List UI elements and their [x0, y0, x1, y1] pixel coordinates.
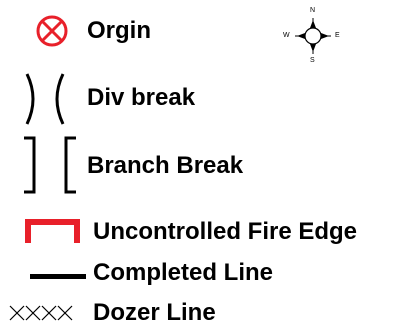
compass-south-label: S: [310, 57, 315, 64]
uncontrolled-fire-edge-label: Uncontrolled Fire Edge: [93, 218, 358, 245]
compass-rose-icon: N S W E: [283, 6, 343, 66]
compass-east-label: E: [335, 32, 340, 39]
branch-break-icon: [20, 134, 80, 201]
branch-break-label: Branch Break: [87, 152, 244, 179]
uncontrolled-fire-edge-icon: [25, 217, 81, 250]
div-break-label: Div break: [87, 84, 196, 111]
compass-north-label: N: [310, 7, 316, 14]
origin-label: Orgin: [87, 17, 151, 44]
completed-line-label: Completed Line: [93, 259, 274, 286]
origin-icon: [35, 14, 69, 53]
compass-west-label: W: [283, 32, 290, 39]
completed-line-icon: [30, 268, 86, 286]
dozer-line-label: Dozer Line: [93, 299, 216, 326]
dozer-line-icon: [8, 302, 76, 329]
div-break-icon: [17, 69, 73, 134]
